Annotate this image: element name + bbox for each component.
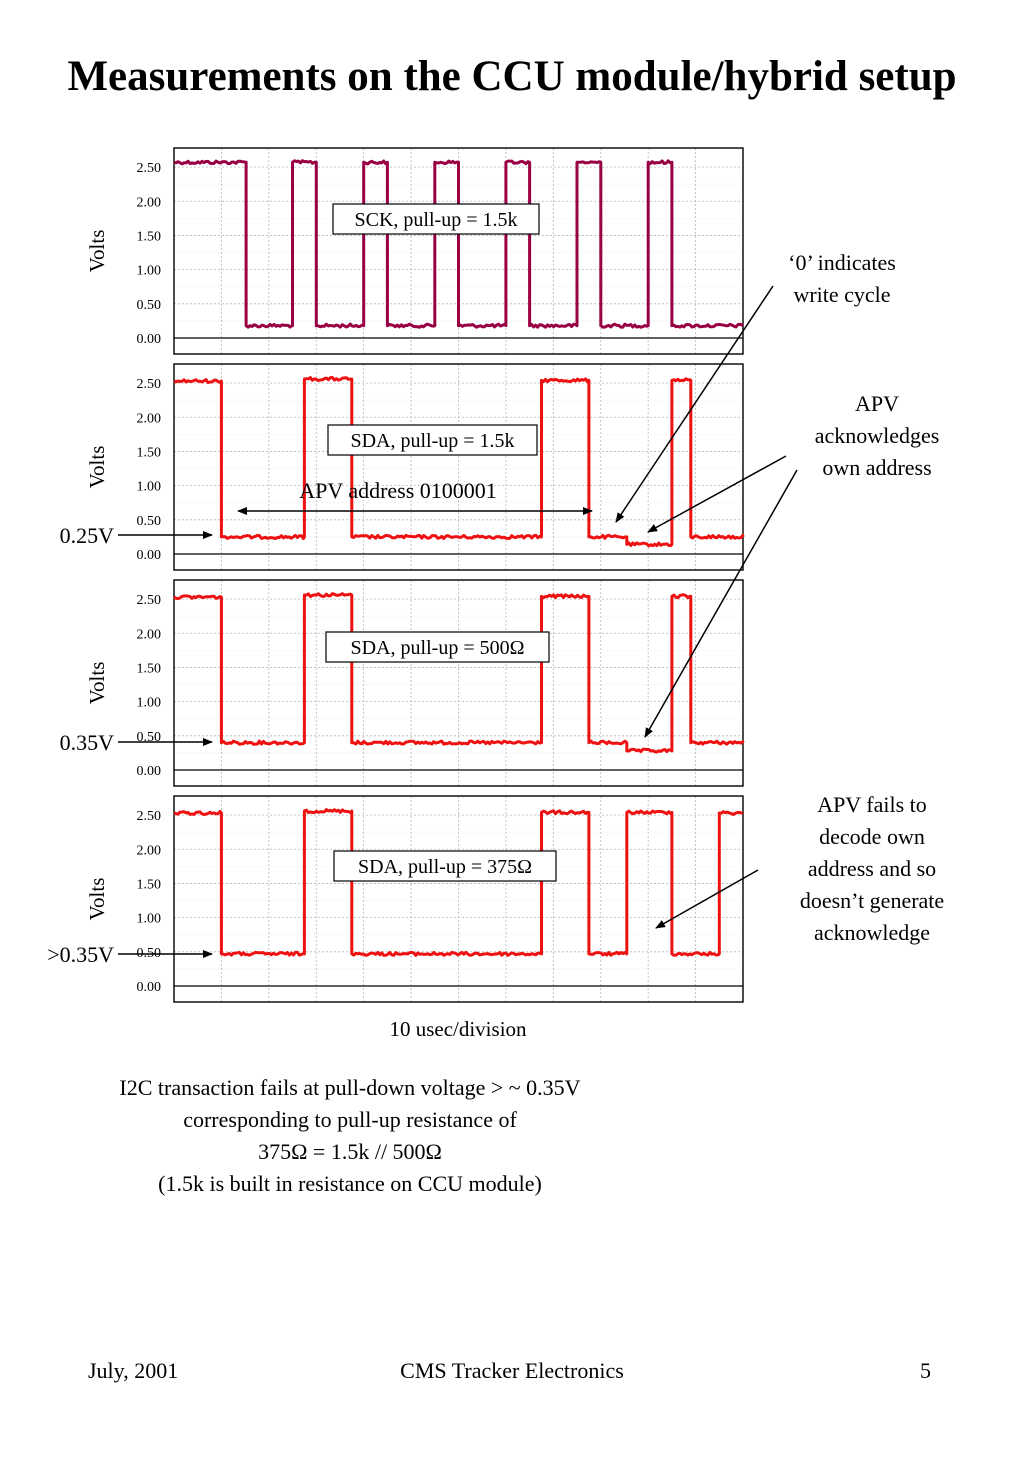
apv-address-label: APV address 0100001 [299, 478, 497, 503]
y-tick-label: 2.00 [137, 843, 162, 858]
conclusion-text: I2C transaction fails at pull-down volta… [119, 1075, 581, 1196]
signal-trace [173, 159, 744, 329]
signal-trace [173, 808, 743, 957]
y-tick-label: 1.50 [137, 445, 162, 460]
y-tick-label: 1.50 [137, 229, 162, 244]
footer-page-number: 5 [920, 1358, 931, 1383]
signal-trace [173, 376, 745, 548]
y-tick-label: 0.00 [137, 332, 162, 347]
y-tick-label: 1.00 [137, 912, 162, 927]
y-tick-label: 0.50 [137, 514, 162, 529]
x-axis-label: 10 usec/division [389, 1017, 527, 1041]
plot-frame [173, 795, 744, 1003]
page-title: Measurements on the CCU module/hybrid se… [67, 53, 957, 100]
trace-label-box [325, 631, 550, 663]
y-tick-label: 2.50 [137, 161, 162, 176]
footer-date: July, 2001 [88, 1358, 179, 1383]
plot-frame [173, 363, 744, 571]
y-tick-label: 2.50 [137, 377, 162, 392]
scope-panel-3: 2.50 2.00 1.50 1.00 0.50 0.00 Volts SDA, pull-u… [85, 579, 745, 787]
plot-frame [173, 579, 744, 787]
apv-ack-arrow-2 [644, 469, 798, 738]
v035-gt-label: >0.35V [47, 942, 114, 967]
write-cycle-note: ‘0’ indicates write cycle [788, 250, 896, 307]
y-axis-label: Volts [85, 230, 109, 273]
y-tick-label: 0.50 [137, 730, 162, 745]
y-tick-label: 1.00 [137, 696, 162, 711]
y-tick-label: 2.50 [137, 593, 162, 608]
apv-ack-arrow-1 [647, 455, 787, 533]
y-tick-label: 0.00 [137, 980, 162, 995]
y-tick-label: 2.00 [137, 195, 162, 210]
write-cycle-arrow [615, 285, 774, 523]
apv-fail-note: APV fails to decode own address and so d… [799, 792, 945, 945]
trace-label: SDA, pull-up = 500Ω [351, 637, 525, 659]
scope-panel-2: 2.50 2.00 1.50 1.00 0.50 0.00 Volts SDA, pull-u… [85, 363, 745, 571]
y-tick-label: 2.00 [137, 411, 162, 426]
trace-label: SDA, pull-up = 1.5k [350, 430, 514, 452]
apv-ack-note: APV acknowledges own address [814, 391, 940, 480]
scope-panel-1: 2.50 2.00 1.50 1.00 0.50 0.00 Volts SCK, pull-u… [85, 147, 744, 355]
trace-label-box [332, 203, 540, 235]
y-tick-label: 0.00 [137, 764, 162, 779]
trace-label-box [333, 850, 557, 882]
signal-trace [173, 592, 745, 754]
y-tick-label: 1.00 [137, 480, 162, 495]
trace-label: SDA, pull-up = 375Ω [358, 856, 532, 878]
y-tick-label: 2.50 [137, 809, 162, 824]
y-tick-label: 0.00 [137, 548, 162, 563]
footer-title: CMS Tracker Electronics [400, 1358, 624, 1383]
y-tick-label: 1.50 [137, 661, 162, 676]
plot-frame [173, 147, 744, 355]
y-axis-label: Volts [85, 662, 109, 705]
apv-fail-arrow [655, 869, 759, 929]
y-tick-label: 2.00 [137, 627, 162, 642]
trace-label-box [327, 424, 538, 456]
y-axis-label: Volts [85, 446, 109, 489]
trace-label: SCK, pull-up = 1.5k [355, 209, 518, 231]
v035-label: 0.35V [60, 730, 115, 755]
y-tick-label: 0.50 [137, 298, 162, 313]
v025-label: 0.25V [60, 523, 115, 548]
y-tick-label: 1.50 [137, 877, 162, 892]
y-tick-label: 1.00 [137, 264, 162, 279]
y-axis-label: Volts [85, 878, 109, 921]
